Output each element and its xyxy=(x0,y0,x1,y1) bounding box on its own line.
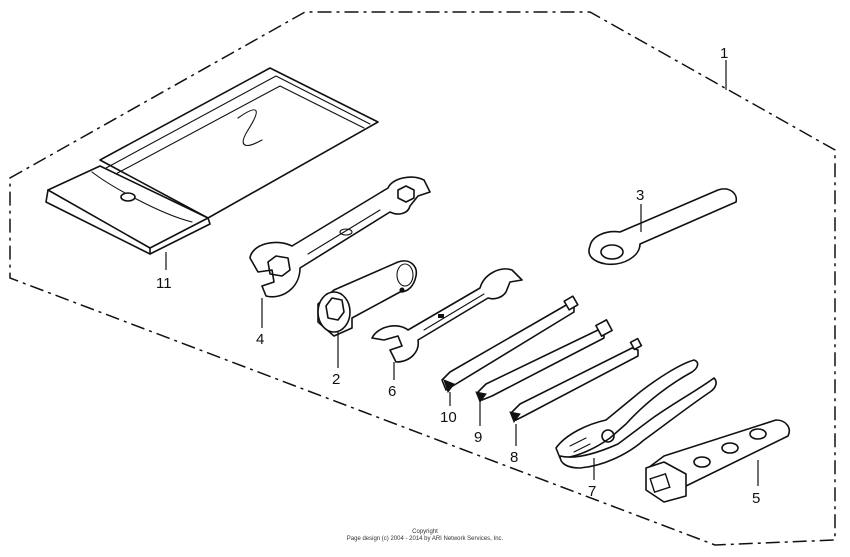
callout-3: 3 xyxy=(636,187,644,204)
callout-2: 2 xyxy=(332,371,340,388)
callout-5: 5 xyxy=(752,490,760,507)
spark-plug-socket-part-2 xyxy=(317,260,418,337)
copyright-notice: Copyright Page design (c) 2004 - 2014 by… xyxy=(330,529,520,543)
kit-boundary xyxy=(9,11,836,546)
flat-screwdriver-part-10 xyxy=(441,295,579,394)
box-wrench-part-5 xyxy=(645,419,791,503)
copyright-line-1: Copyright xyxy=(412,529,438,535)
callout-1: 1 xyxy=(720,45,728,62)
callout-7: 7 xyxy=(588,483,596,500)
leader-lines xyxy=(165,60,759,486)
pin-spanner-part-3 xyxy=(588,188,738,266)
phillips-screwdriver-part-9 xyxy=(475,319,613,404)
callout-9: 9 xyxy=(474,429,482,446)
callout-6: 6 xyxy=(388,383,396,400)
pliers-part-7 xyxy=(555,359,717,469)
callout-11: 11 xyxy=(156,275,172,292)
open-end-wrench-part-6 xyxy=(371,268,523,363)
copyright-line-2: Page design (c) 2004 - 2014 by ARI Netwo… xyxy=(346,536,504,542)
callout-4: 4 xyxy=(256,331,264,348)
callout-10: 10 xyxy=(440,409,457,426)
wrench-part-4 xyxy=(249,176,431,298)
tool-bag-part-11 xyxy=(45,67,379,255)
callout-8: 8 xyxy=(510,449,518,466)
small-screwdriver-part-8 xyxy=(509,337,643,424)
